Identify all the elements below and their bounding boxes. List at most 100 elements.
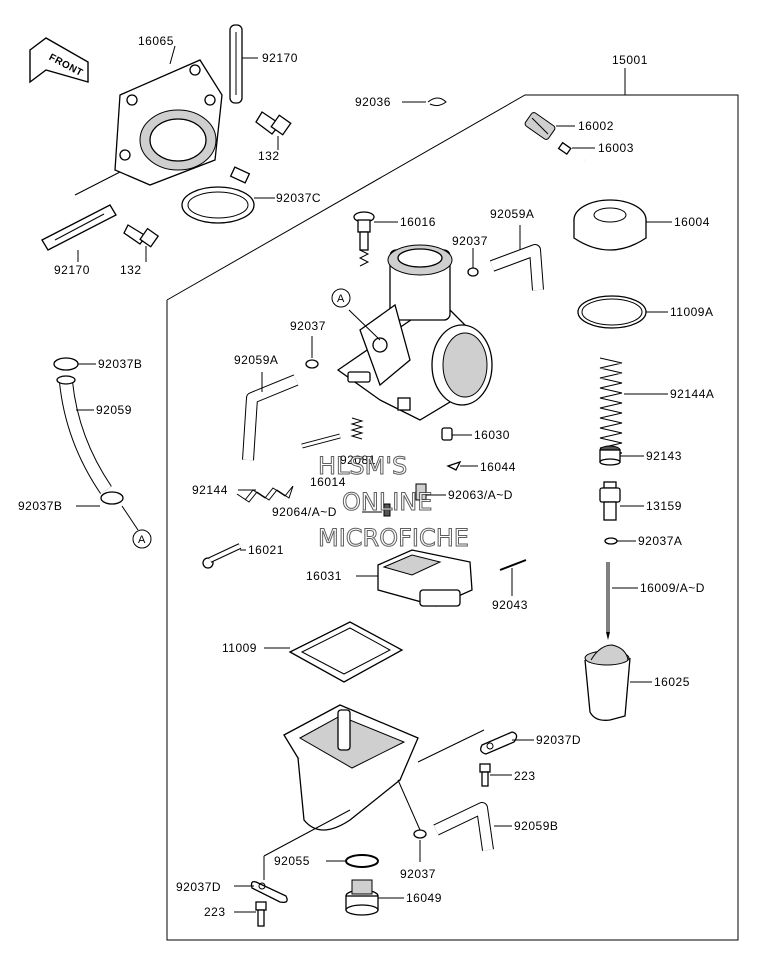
jet-92064	[383, 503, 391, 517]
label-92059a-left: 92059A	[234, 353, 278, 367]
hose-92059a-top	[489, 244, 544, 291]
clip-92037-mid	[305, 359, 319, 369]
callout-a-upper: A	[331, 288, 351, 308]
watermark-line-3: MICROFICHE	[318, 524, 469, 552]
label-16003: 16003	[598, 141, 634, 155]
label-92144: 92144	[192, 483, 228, 497]
clamp-band-92037c	[181, 166, 255, 224]
watermark-line-2: ONLINE	[342, 488, 432, 516]
label-223-right: 223	[514, 769, 536, 783]
clip-92037-bottom	[413, 829, 427, 839]
label-92037-mid: 92037	[290, 319, 326, 333]
spring-92081	[350, 417, 364, 440]
label-16004: 16004	[674, 215, 710, 229]
label-13159: 13159	[646, 499, 682, 513]
assembly-outline	[166, 94, 739, 941]
label-92043: 92043	[492, 598, 528, 612]
pin-92043	[499, 559, 527, 571]
label-92037b-bottom: 92037B	[18, 499, 62, 513]
label-16049: 16049	[406, 891, 442, 905]
watermark: HLSM'S ONLINE MICROFICHE	[318, 452, 470, 553]
label-16031: 16031	[306, 569, 342, 583]
float-bowl	[283, 704, 419, 831]
label-92170-top: 92170	[262, 51, 298, 65]
bolt-223-left	[255, 901, 267, 927]
bracket-92037d-left	[250, 880, 288, 904]
clip-92037b-top	[53, 357, 79, 371]
top-cap-16004	[573, 159, 647, 251]
jet-needle-16009	[606, 562, 610, 640]
screw-16014	[301, 433, 341, 449]
label-16021: 16021	[248, 543, 284, 557]
screw-16021	[202, 543, 242, 569]
air-screw-16016	[353, 211, 375, 267]
part-16044	[446, 460, 462, 471]
label-132-top: 132	[258, 149, 280, 163]
label-92059a-top: 92059A	[490, 207, 534, 221]
label-92081: 92081	[340, 453, 376, 467]
o-ring-11009a	[577, 295, 647, 329]
label-92059b: 92059B	[514, 819, 558, 833]
label-92063: 92063/A~D	[448, 488, 513, 502]
label-16016: 16016	[400, 215, 436, 229]
clip-92037b-bottom	[100, 491, 124, 505]
label-11009: 11009	[222, 641, 257, 655]
front-arrow-icon: FRONT	[29, 37, 89, 84]
label-16044: 16044	[480, 460, 516, 474]
label-16014: 16014	[310, 475, 346, 489]
hose-92059b	[433, 802, 494, 851]
callout-a-upper-text: A	[337, 293, 345, 305]
washer-92037a	[604, 537, 618, 545]
cap-16002	[524, 112, 556, 140]
bracket-92037d-right	[480, 731, 518, 755]
bolt-132-bottom	[123, 224, 160, 248]
nut-16003	[557, 141, 572, 156]
gasket-11009	[288, 621, 404, 683]
label-223-left: 223	[204, 905, 226, 919]
label-92037-bottom: 92037	[400, 867, 436, 881]
throttle-valve-16025	[584, 644, 631, 721]
label-92037b-top: 92037B	[98, 357, 142, 371]
label-16065: 16065	[138, 34, 174, 48]
label-92143: 92143	[646, 449, 682, 463]
label-16002: 16002	[578, 119, 614, 133]
watermark-line-1: HLSM'S	[318, 452, 407, 480]
label-92037d-left: 92037D	[176, 880, 221, 894]
label-92055: 92055	[274, 854, 310, 868]
label-92170-bottom: 92170	[54, 263, 90, 277]
label-16025: 16025	[654, 675, 690, 689]
spring-92144	[236, 485, 294, 503]
clip-92037-top	[467, 267, 479, 277]
label-92037c: 92037C	[276, 191, 321, 205]
carburetor-body	[336, 244, 493, 421]
part-16030	[441, 427, 453, 441]
label-92037d-right: 92037D	[536, 733, 581, 747]
label-132-bottom: 132	[120, 263, 142, 277]
label-92037a: 92037A	[638, 534, 682, 548]
o-ring-92055	[345, 854, 379, 868]
bracket-92170-top	[229, 24, 243, 104]
intake-manifold-16065	[114, 59, 223, 186]
callout-a-lower: A	[132, 529, 152, 549]
bracket-92170-bottom	[41, 204, 117, 251]
label-16030: 16030	[474, 428, 510, 442]
label-92037-top: 92037	[452, 234, 488, 248]
bolt-132-top	[255, 111, 292, 136]
hose-92059	[56, 375, 112, 494]
label-16009: 16009/A~D	[640, 581, 705, 595]
label-15001: 15001	[612, 53, 648, 67]
bolt-223-right	[479, 763, 491, 787]
hose-92059a-left	[242, 374, 299, 461]
label-92059: 92059	[96, 403, 132, 417]
drain-plug-16049	[345, 879, 379, 916]
label-92064: 92064/A~D	[272, 505, 337, 519]
spring-92144a	[599, 357, 623, 459]
float-16031	[377, 549, 473, 607]
retainer-92143	[599, 445, 621, 466]
callout-a-lower-text: A	[138, 534, 146, 546]
label-11009a: 11009A	[670, 305, 713, 319]
label-92144a: 92144A	[670, 387, 714, 401]
label-92036: 92036	[355, 95, 391, 109]
jet-92063	[415, 483, 427, 501]
